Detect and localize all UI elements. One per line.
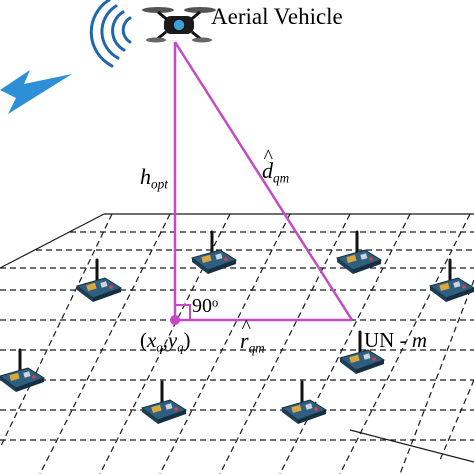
user-node-label: UN - m <box>364 328 427 352</box>
height-label: hopt <box>140 164 168 192</box>
coordinate-label: (xq,yq) <box>140 328 191 355</box>
sensor-node-icon <box>190 230 238 276</box>
sensor-node-icon <box>140 380 188 426</box>
right-angle-marker <box>175 304 191 320</box>
diagram-title: Aerial Vehicle <box>211 4 343 29</box>
sensor-node-icon <box>280 380 328 426</box>
angle-label: 90o <box>192 295 219 317</box>
horizontal-distance-label: rqm <box>240 318 265 355</box>
sensor-node-icon <box>75 258 123 304</box>
grid-left-edge <box>0 213 105 269</box>
projection-point <box>170 315 180 325</box>
ground-grid <box>0 213 474 474</box>
lightning-bolt-icon <box>0 70 72 114</box>
drone-icon <box>142 7 216 43</box>
distance-label: dqm <box>262 148 289 185</box>
grid-near-edge <box>349 429 474 463</box>
wireless-signal-icon <box>89 0 132 68</box>
